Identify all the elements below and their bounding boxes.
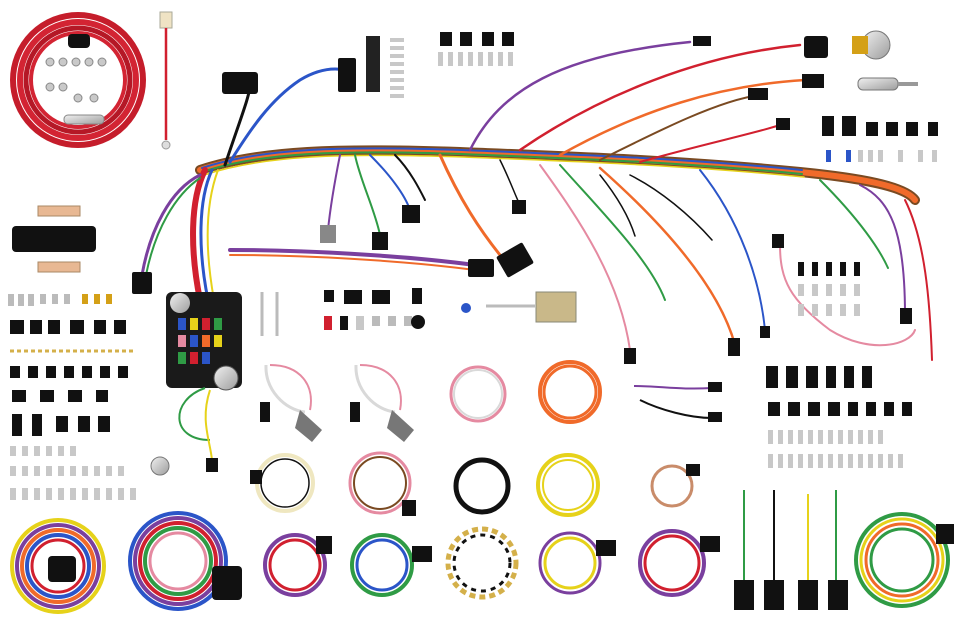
fuses [178,318,222,364]
fusible-link [63,114,105,125]
black-connector [748,88,768,100]
center-small-parts [324,288,577,330]
black-connector [468,259,494,277]
black-connector [222,72,258,94]
black-connector [693,36,711,46]
black-connector [132,272,152,294]
black-connectors-left [10,320,128,436]
battery-cable-coil [10,12,146,148]
terminals-left [8,294,112,306]
fuse-wire [159,11,173,150]
black-connector [372,232,388,250]
fuse-box [166,292,242,391]
black-connector [338,58,356,92]
black-connector [900,308,912,324]
flasher [150,456,170,476]
terminals-right [766,116,938,468]
harness-connectors [132,36,912,364]
black-connector [624,348,636,364]
black-connector [772,234,784,248]
main-harness [140,40,933,361]
bolts [260,292,279,336]
gray-connector [320,225,336,243]
coils-row-2 [10,511,954,614]
fusible-links [12,205,96,273]
black-connector [776,118,790,130]
headlight-switch-leads [260,364,414,442]
terminal-grid-top [438,32,514,66]
black-connector [802,74,824,88]
black-connector [402,205,420,223]
boot-cap [68,34,90,48]
black-connector [760,326,770,338]
coils-row-1 [250,451,700,517]
pin-column [390,38,404,98]
ring-terminals [45,57,107,103]
coiled-leads-middle [449,360,722,424]
black-connector [804,36,828,58]
ignition-switch [852,30,918,91]
black-connector [728,338,740,356]
black-connector [512,200,526,214]
terminal-rows-left [10,446,136,500]
black-connector [496,242,534,278]
pigtails [734,490,848,610]
terminal-block [366,36,380,92]
